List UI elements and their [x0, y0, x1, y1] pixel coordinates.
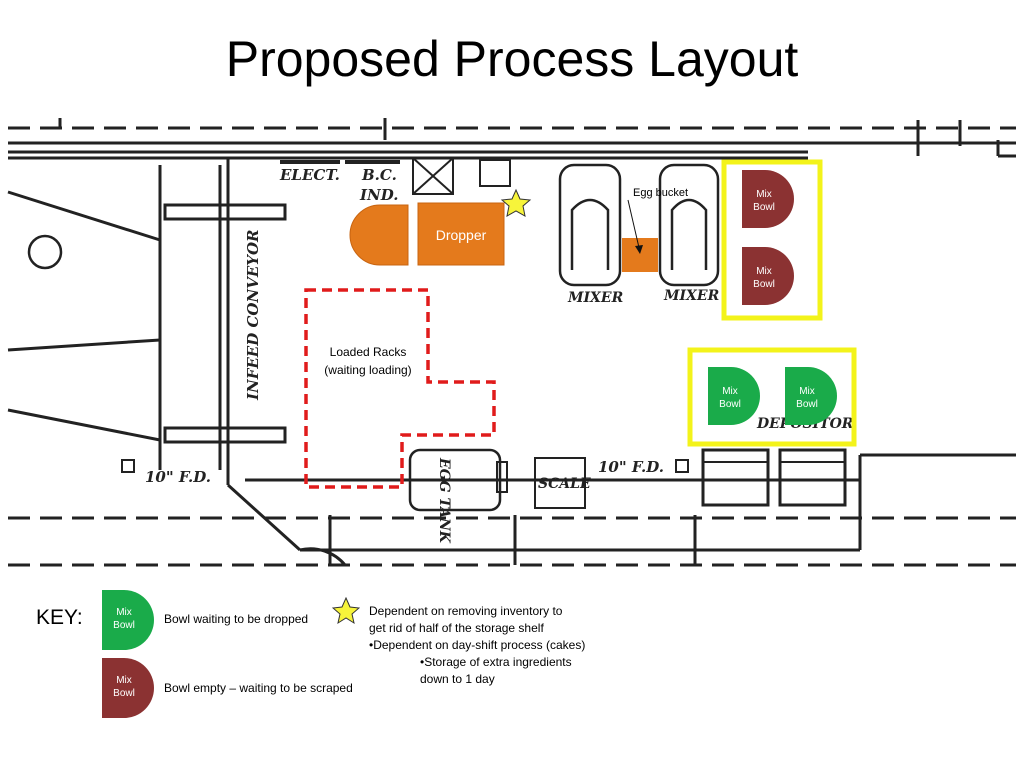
key-bowl-line2: Bowl — [113, 620, 135, 631]
key-label: KEY: — [36, 606, 83, 629]
waiting-bowls-zone — [687, 347, 857, 447]
key-bowl-line2: Bowl — [113, 688, 135, 699]
bowl-label-line1: Mix — [756, 266, 772, 277]
dropper-box — [417, 202, 505, 266]
mix-bowl-green-1: Mix Bowl — [708, 367, 760, 425]
dropper-bowl-shape — [349, 204, 409, 266]
mix-bowl-green-2: Mix Bowl — [785, 367, 837, 425]
empty-bowls-zone — [721, 159, 823, 321]
note-line-4: •Storage of extra ingredients — [420, 655, 572, 669]
mix-bowl-red-1: Mix Bowl — [742, 170, 794, 228]
dropper-label: Dropper — [436, 227, 487, 243]
key-red-bowl: Mix Bowl — [102, 658, 154, 718]
key-star-icon — [332, 597, 360, 625]
bowl-label-line2: Bowl — [796, 399, 818, 410]
mix-bowl-red-2: Mix Bowl — [742, 247, 794, 305]
infeed-conveyor-label: INFEED CONVEYOR — [244, 229, 262, 401]
key-bowl-line1: Mix — [116, 675, 132, 686]
floor-plan: ELECT. B.C. IND. MIXER MIXER INFEED CONV… — [7, 118, 1016, 567]
bowl-label-line1: Mix — [722, 386, 738, 397]
ind-label: IND. — [359, 186, 398, 204]
mixer-2-label: MIXER — [663, 288, 719, 304]
note-line-1: Dependent on removing inventory to — [369, 604, 563, 618]
bowl-label-line1: Mix — [799, 386, 815, 397]
page-title: Proposed Process Layout — [225, 31, 799, 87]
notes-block: Dependent on removing inventory to get r… — [369, 603, 585, 688]
bc-label: B.C. — [361, 166, 397, 184]
bowl-label-line2: Bowl — [753, 202, 775, 213]
note-line-5: down to 1 day — [420, 672, 495, 686]
arrow-head-icon — [635, 245, 643, 254]
star-icon — [500, 188, 532, 217]
plan-walls — [7, 118, 1016, 567]
bowl-label-line2: Bowl — [719, 399, 741, 410]
key-empty-label: Bowl empty – waiting to be scraped — [164, 681, 353, 695]
scale-label: SCALE — [538, 476, 591, 492]
key-bowl-line1: Mix — [116, 607, 132, 618]
egg-bucket-arrow — [627, 199, 641, 253]
bowl-label-line1: Mix — [756, 189, 772, 200]
bowl-label-line2: Bowl — [753, 279, 775, 290]
loaded-racks-label-2: (waiting loading) — [324, 363, 411, 377]
note-line-3: •Dependent on day-shift process (cakes) — [369, 638, 586, 652]
fd-right-label: 10" F.D. — [598, 458, 664, 476]
loaded-racks-label-1: Loaded Racks — [330, 345, 407, 359]
elect-label: ELECT. — [279, 166, 340, 184]
egg-tank-label: EGG TANK — [436, 457, 452, 544]
egg-bucket — [622, 238, 658, 272]
loaded-racks-area — [304, 288, 496, 489]
key-green-bowl: Mix Bowl — [102, 590, 154, 650]
key-waiting-label: Bowl waiting to be dropped — [164, 612, 309, 626]
note-line-2: get rid of half of the storage shelf — [369, 621, 544, 635]
egg-bucket-label: Egg bucket — [633, 187, 688, 199]
mixer-1-label: MIXER — [567, 290, 623, 306]
fd-left-label: 10" F.D. — [145, 468, 211, 486]
